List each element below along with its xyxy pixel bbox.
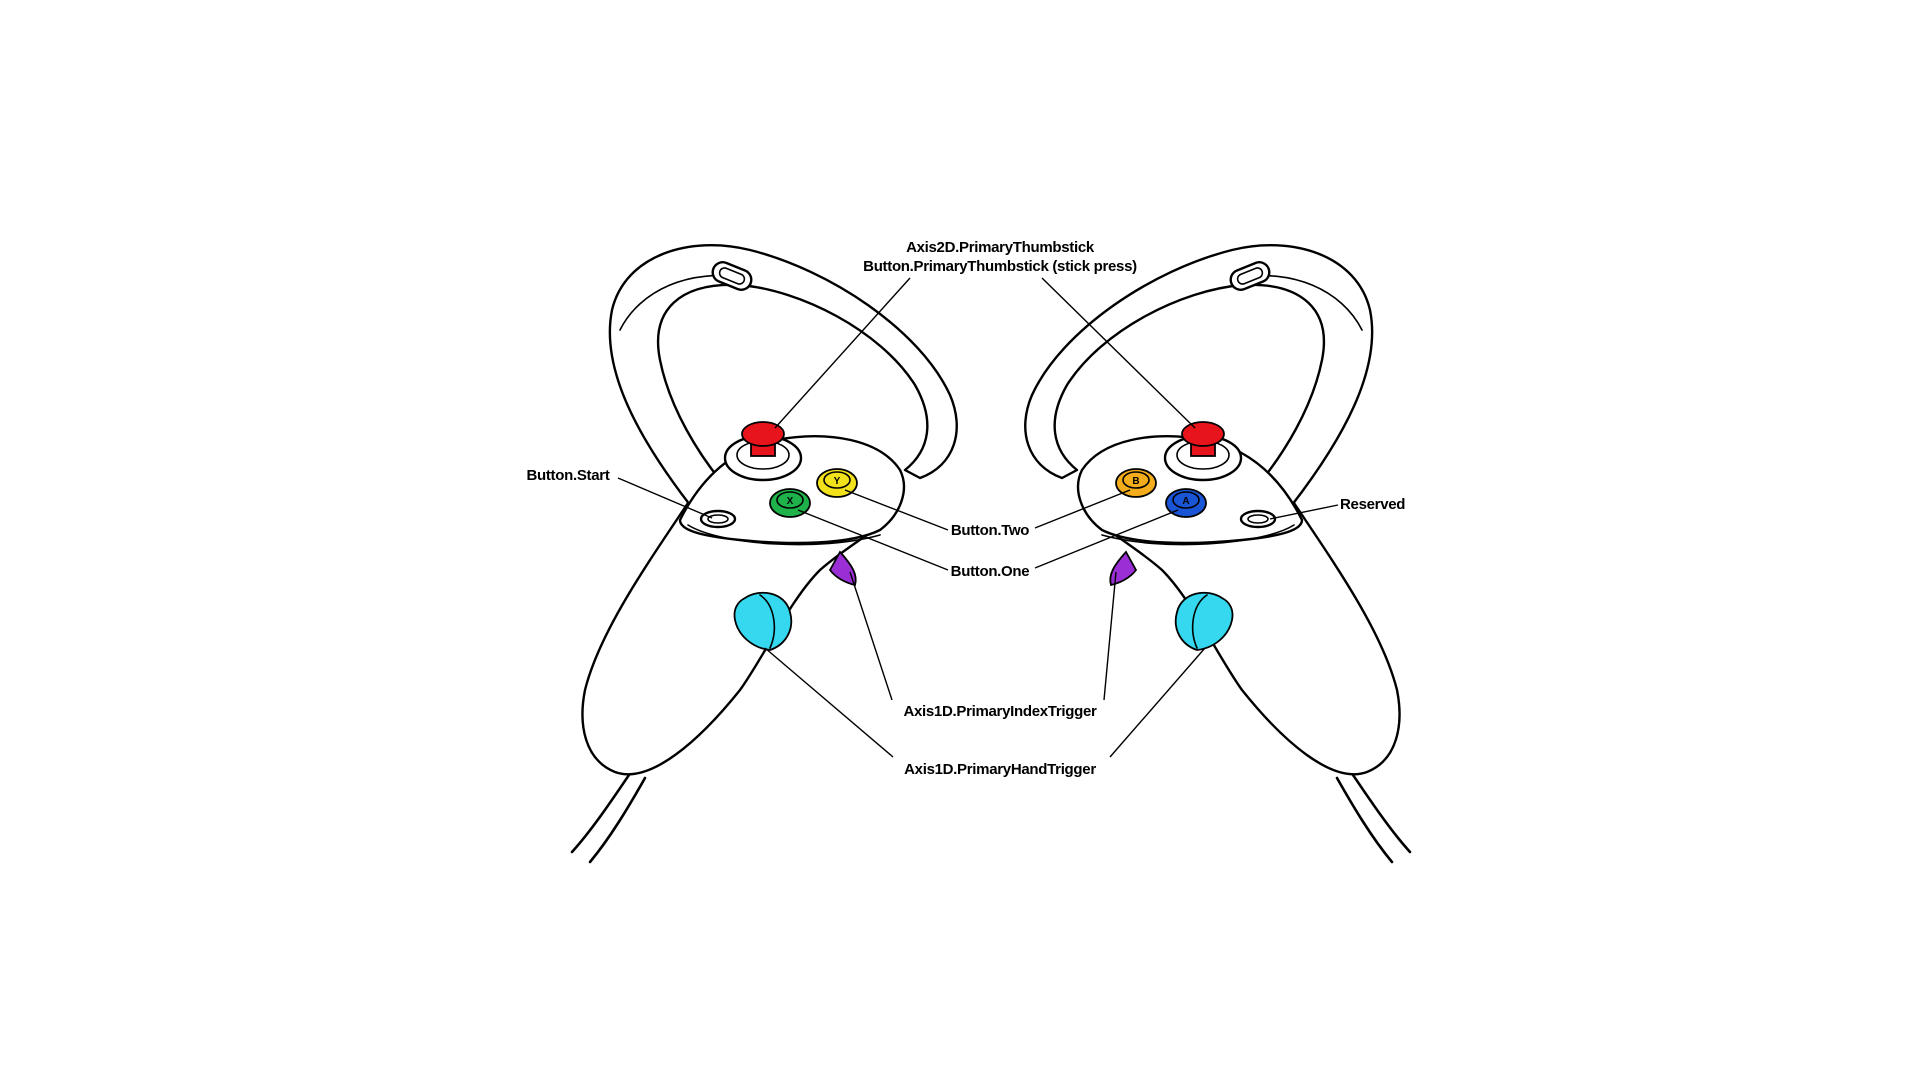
leader-right-thumbstick bbox=[1041, 277, 1196, 429]
labels: Axis2D.PrimaryThumbstick Button.PrimaryT… bbox=[526, 239, 1405, 778]
leader-right-hand-trigger bbox=[1109, 647, 1206, 758]
label-hand-trigger: Axis1D.PrimaryHandTrigger bbox=[904, 761, 1096, 778]
label-button-start: Button.Start bbox=[526, 467, 609, 484]
leader-right-index-trigger bbox=[1103, 571, 1117, 701]
right-button-a-letter: A bbox=[1182, 496, 1189, 507]
left-ring-slot-inner bbox=[718, 267, 746, 285]
right-button-b-top bbox=[1122, 471, 1150, 489]
label-button-two: Button.Two bbox=[951, 522, 1029, 539]
leader-lines bbox=[617, 277, 1339, 758]
left-button-y-letter: Y bbox=[834, 476, 841, 487]
left-button-y-top bbox=[823, 471, 851, 489]
label-reserved: Reserved bbox=[1340, 496, 1405, 513]
left-hand-trigger-edge bbox=[759, 594, 776, 649]
leader-button-start bbox=[617, 477, 713, 519]
right-cable-2 bbox=[1335, 776, 1394, 864]
left-hand-trigger[interactable] bbox=[733, 591, 793, 651]
right-thumbstick[interactable] bbox=[1181, 421, 1225, 447]
leader-left-thumbstick bbox=[774, 277, 911, 429]
leader-reserved bbox=[1269, 504, 1339, 520]
right-button-b-letter: B bbox=[1132, 476, 1139, 487]
left-controller: Y X bbox=[570, 243, 958, 864]
right-reserved-button-inner bbox=[1247, 514, 1269, 524]
left-tracking-ring bbox=[608, 243, 958, 507]
left-button-x-letter: X bbox=[787, 496, 794, 507]
leader-left-button-two bbox=[844, 489, 949, 531]
left-menu-button-inner bbox=[707, 514, 729, 524]
right-reserved-button[interactable] bbox=[1239, 509, 1277, 529]
right-controller: B A bbox=[1024, 243, 1412, 864]
right-button-a[interactable] bbox=[1165, 488, 1207, 518]
left-cable bbox=[570, 770, 633, 854]
left-button-x-top bbox=[776, 491, 804, 509]
left-menu-button[interactable] bbox=[699, 509, 737, 529]
right-index-trigger[interactable] bbox=[1109, 550, 1138, 587]
right-cable bbox=[1349, 770, 1412, 854]
left-cable-2 bbox=[588, 776, 647, 864]
leader-left-hand-trigger bbox=[764, 647, 894, 758]
label-thumbstick-press: Button.PrimaryThumbstick (stick press) bbox=[863, 258, 1137, 275]
right-hand-trigger-edge bbox=[1191, 594, 1208, 649]
right-faceplate-rim bbox=[1101, 524, 1295, 546]
right-button-a-top bbox=[1172, 491, 1200, 509]
right-ring-slot-inner bbox=[1236, 267, 1264, 285]
leader-right-button-one bbox=[1034, 509, 1179, 569]
right-tracking-ring bbox=[1024, 243, 1374, 507]
left-button-y[interactable] bbox=[816, 468, 858, 498]
left-button-x[interactable] bbox=[769, 488, 811, 518]
right-button-b[interactable] bbox=[1115, 468, 1157, 498]
leader-left-button-one bbox=[797, 509, 949, 571]
left-thumbstick[interactable] bbox=[741, 421, 785, 447]
leader-right-button-two bbox=[1034, 489, 1131, 529]
left-faceplate-rim bbox=[687, 524, 881, 546]
label-index-trigger: Axis1D.PrimaryIndexTrigger bbox=[903, 703, 1097, 720]
right-hand-trigger[interactable] bbox=[1174, 591, 1234, 651]
leader-left-index-trigger bbox=[849, 571, 893, 701]
label-button-one: Button.One bbox=[951, 563, 1030, 580]
label-thumbstick-axis: Axis2D.PrimaryThumbstick bbox=[906, 239, 1095, 256]
